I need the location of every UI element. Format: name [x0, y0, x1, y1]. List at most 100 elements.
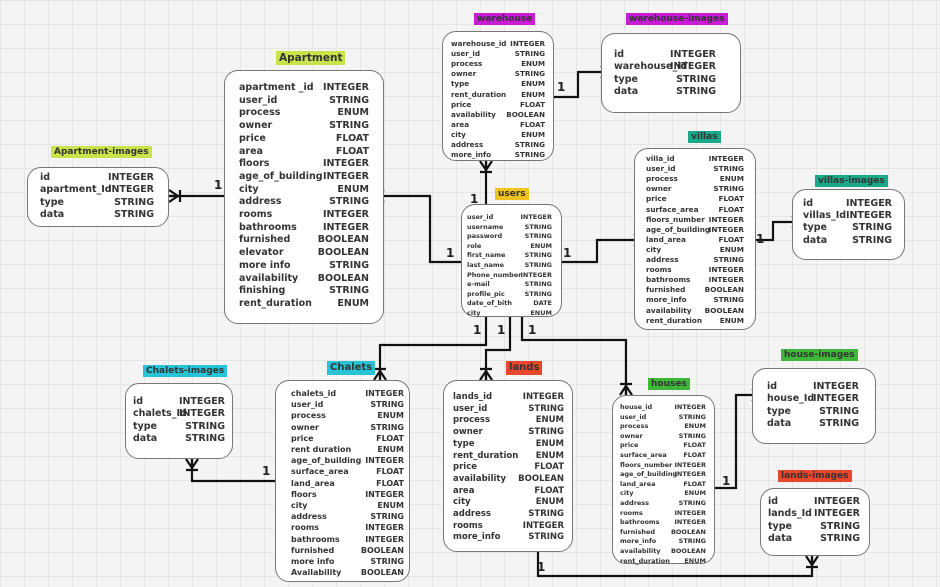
field-type: BOOLEAN: [506, 109, 545, 119]
users-apartment-line: [384, 194, 461, 264]
field-name: id: [803, 198, 814, 209]
field-type: STRING: [329, 196, 369, 208]
field-name: first_name: [467, 251, 506, 260]
lands-table-title: lands: [506, 361, 543, 375]
field-type: BOOLEAN: [670, 547, 706, 555]
field-type: BOOLEAN: [704, 305, 744, 315]
field-name: price: [239, 132, 266, 144]
field-name: furnished: [620, 527, 656, 536]
field-name: floors_number: [620, 460, 673, 469]
field-name: more info: [239, 259, 291, 271]
field-type: ENUM: [337, 183, 369, 195]
field-name: bathrooms: [239, 221, 297, 233]
field-name: owner: [646, 184, 672, 194]
cardinality-label: 1: [473, 323, 482, 337]
field-type: INTEGER: [520, 270, 552, 279]
villas-table-title: villas: [688, 131, 721, 144]
users-villas-line: [562, 238, 634, 264]
chalets-images-table-title: Chalets-images: [143, 365, 228, 378]
field-type: INTEGER: [845, 210, 892, 222]
field-name: availability: [451, 109, 496, 119]
field-name: data: [803, 234, 828, 246]
cardinality-label: 1: [470, 192, 479, 206]
field-name: owner: [451, 69, 477, 79]
apartment-table-title: Apartment: [276, 51, 346, 66]
field-type: STRING: [524, 261, 552, 269]
field-name: villas_Id: [803, 210, 847, 222]
field-name: bathrooms: [291, 534, 340, 544]
field-type: FLOAT: [683, 451, 706, 459]
field-type: ENUM: [535, 438, 564, 449]
field-type: STRING: [676, 73, 716, 85]
field-type: INTEGER: [708, 224, 744, 234]
field-type: ENUM: [535, 450, 564, 461]
field-name: house_id: [620, 403, 653, 411]
field-name: furnished: [646, 285, 686, 295]
field-name: rent duration: [291, 445, 352, 454]
field-type: INTEGER: [107, 172, 154, 183]
field-name: type: [768, 520, 792, 532]
villas-images-table-title: villas-images: [815, 175, 888, 188]
field-name: chalets_Id: [133, 408, 187, 420]
cardinality-label: 1: [214, 178, 223, 192]
field-type: FLOAT: [683, 441, 706, 450]
warehouse-table-title: warehouse: [474, 13, 536, 26]
warehouse-images-table-title: warehouse-images: [626, 13, 728, 26]
field-name: type: [451, 79, 470, 89]
field-name: warehouse_id: [451, 39, 507, 48]
apartment-images-crowfoot: [168, 189, 182, 203]
field-type: ENUM: [684, 422, 706, 431]
field-name: owner: [453, 427, 483, 438]
field-type: FLOAT: [718, 204, 744, 214]
field-name: age_of_building: [291, 456, 362, 466]
villas-images-line: [756, 220, 792, 242]
field-name: house_Id: [767, 393, 815, 405]
users-houses-crowfoot: [619, 382, 633, 396]
field-name: apartment_Id: [40, 184, 112, 196]
